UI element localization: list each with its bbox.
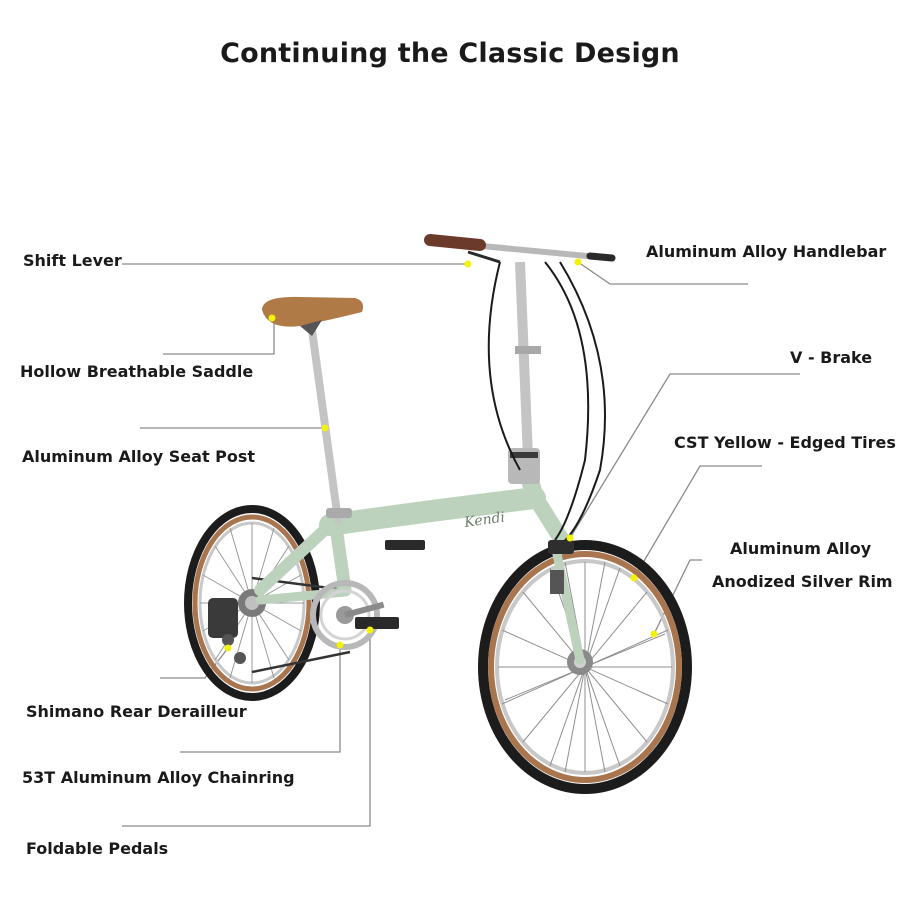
label-chainring: 53T Aluminum Alloy Chainring bbox=[22, 768, 295, 787]
leader-tires bbox=[633, 465, 762, 579]
label-saddle: Hollow Breathable Saddle bbox=[20, 362, 254, 381]
label-rim-line1: Aluminum Alloy bbox=[730, 539, 872, 558]
label-pedals: Foldable Pedals bbox=[26, 839, 169, 858]
label-rim-line2: Anodized Silver Rim bbox=[712, 572, 893, 591]
leader-handlebar bbox=[577, 261, 748, 285]
page-title: Continuing the Classic Design bbox=[220, 38, 680, 69]
label-handlebar: Aluminum Alloy Handlebar bbox=[646, 242, 887, 261]
leader-brake bbox=[569, 373, 800, 539]
saddle bbox=[262, 296, 364, 336]
chainring bbox=[310, 540, 425, 650]
pedal bbox=[355, 617, 399, 629]
feature-markers bbox=[224, 258, 658, 652]
leader-derailleur bbox=[160, 647, 229, 679]
front-wheel bbox=[478, 540, 692, 794]
label-shift-lever: Shift Lever bbox=[23, 251, 122, 270]
stem bbox=[508, 261, 541, 484]
seat-post bbox=[308, 326, 352, 524]
leader-lines bbox=[122, 261, 800, 827]
cables bbox=[487, 261, 606, 546]
leader-pedals bbox=[122, 630, 371, 827]
brand-logo: Kendi bbox=[462, 509, 506, 531]
v-brake bbox=[548, 540, 574, 594]
leader-saddle bbox=[163, 318, 275, 355]
label-seat-post: Aluminum Alloy Seat Post bbox=[22, 447, 256, 466]
rear-wheel bbox=[184, 505, 320, 701]
leader-chainring bbox=[180, 645, 341, 753]
label-tires: CST Yellow - Edged Tires bbox=[674, 433, 896, 452]
rear-derailleur bbox=[208, 598, 246, 664]
label-brake: V - Brake bbox=[790, 348, 873, 367]
label-derailleur: Shimano Rear Derailleur bbox=[26, 702, 247, 721]
handlebar bbox=[424, 234, 616, 264]
